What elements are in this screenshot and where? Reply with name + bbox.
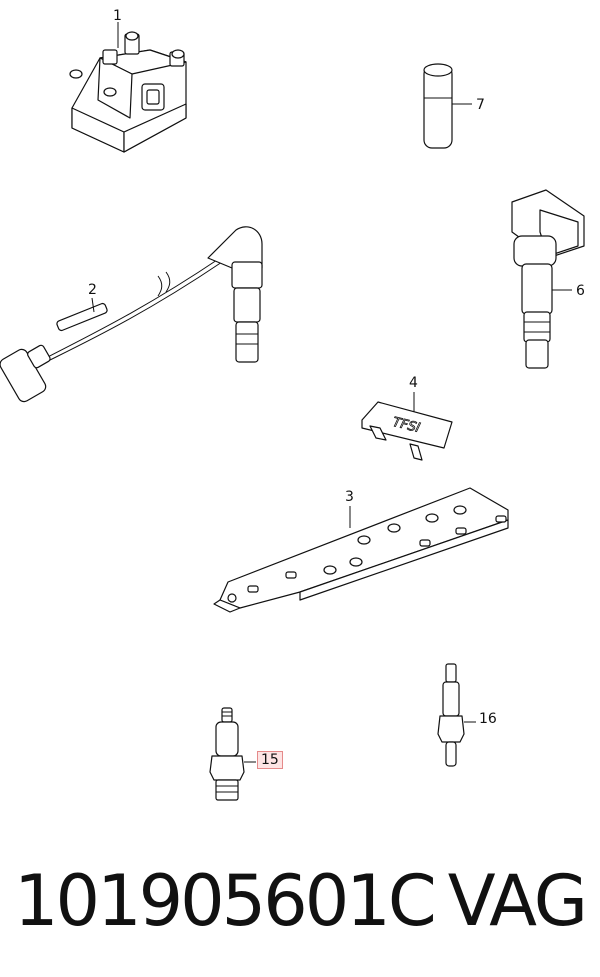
callout-4: 4 xyxy=(409,375,418,391)
cover-logo-text: TFSI xyxy=(391,415,421,436)
tfsi-cover: TFSI xyxy=(361,392,453,461)
brand-name: VAG xyxy=(447,860,588,942)
callout-2: 2 xyxy=(88,282,97,298)
footer: 101905601C VAG xyxy=(0,856,600,966)
callout-6: 6 xyxy=(576,283,585,299)
glow-plug xyxy=(437,663,476,767)
callout-3: 3 xyxy=(345,489,354,505)
callout-15-highlighted: 15 xyxy=(257,751,283,769)
callout-16: 16 xyxy=(479,711,497,727)
ignition-coil-pack xyxy=(69,22,187,153)
cap-part xyxy=(423,63,472,149)
callout-1: 1 xyxy=(113,8,122,24)
parts-diagram: TFSI xyxy=(0,22,585,801)
part-number: 101905601C xyxy=(14,860,437,942)
engine-cover-bar xyxy=(213,487,509,613)
callout-7: 7 xyxy=(476,97,485,113)
pencil-ignition-coil xyxy=(511,189,585,369)
ignition-lead xyxy=(0,226,263,403)
spark-plug xyxy=(209,707,256,801)
